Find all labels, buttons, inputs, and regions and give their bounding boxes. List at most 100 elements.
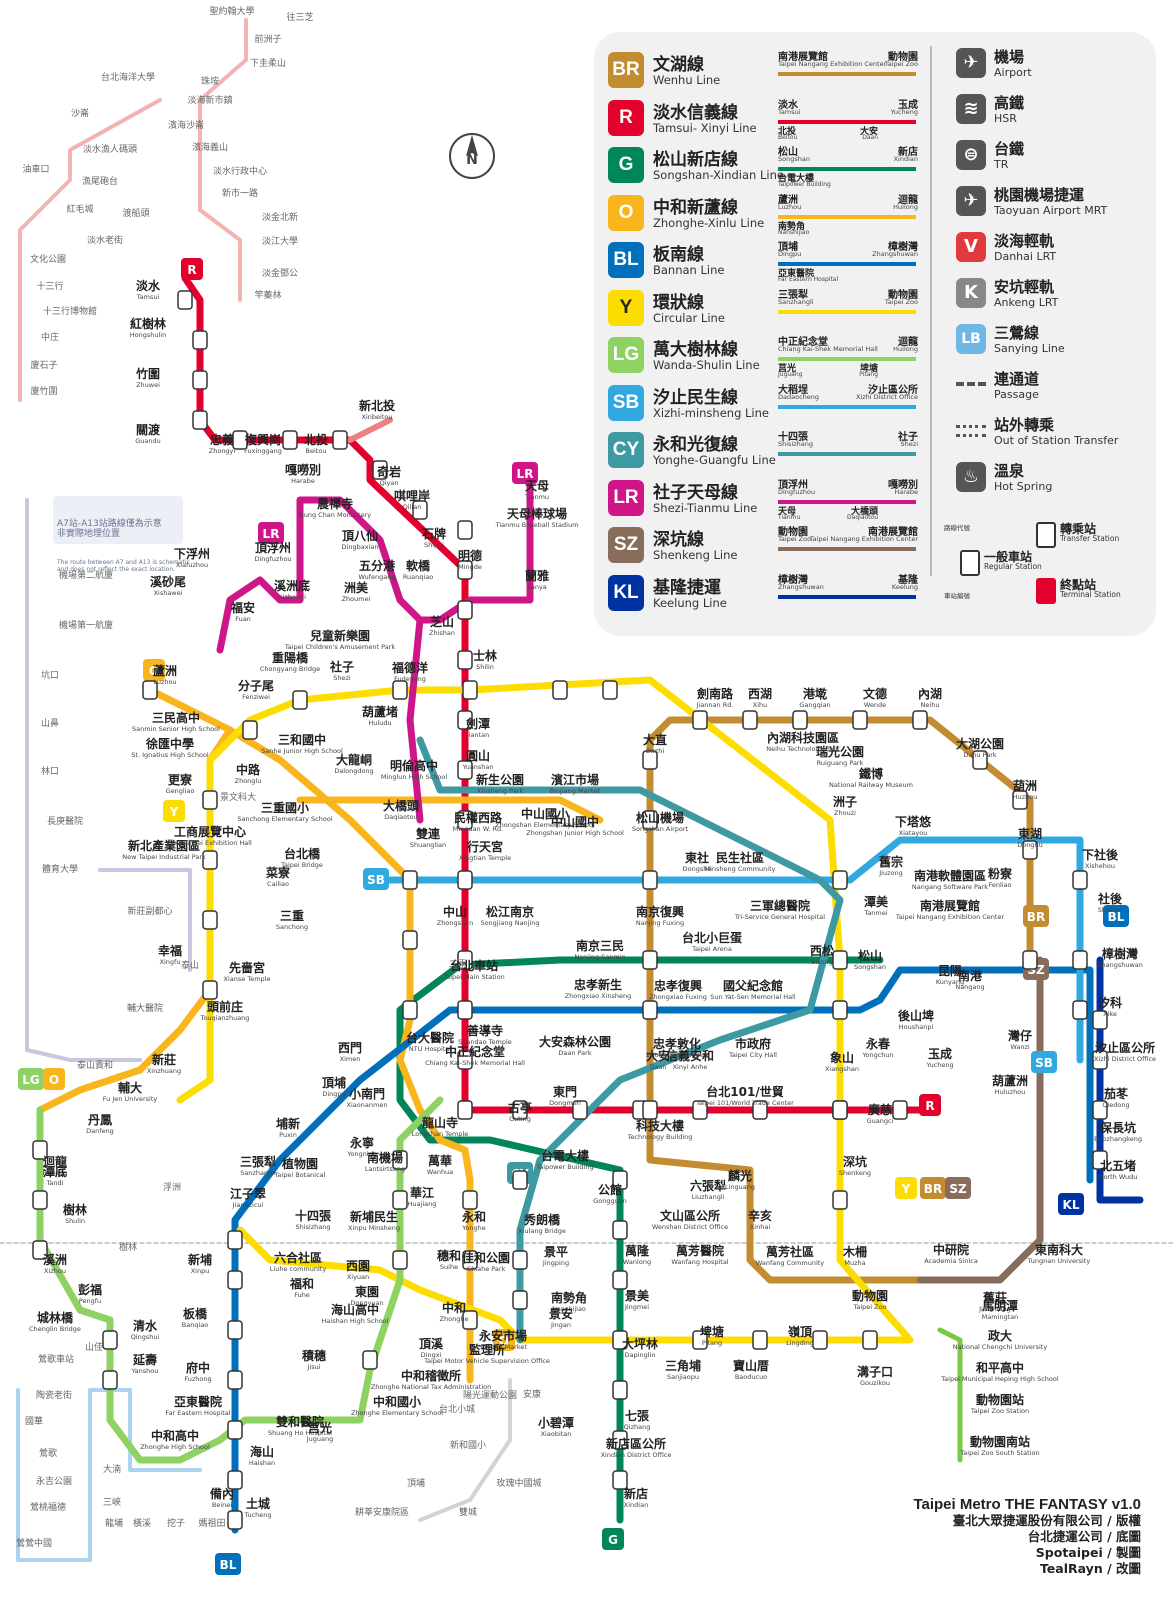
station-marker[interactable]: [972, 750, 988, 770]
light-station-label[interactable]: 珠垵: [201, 75, 219, 87]
station-marker[interactable]: [752, 1100, 768, 1120]
station-marker[interactable]: [612, 1380, 628, 1400]
station-marker[interactable]: [832, 1100, 848, 1120]
station-marker[interactable]: [832, 870, 848, 890]
line-badge-o[interactable]: O: [43, 1068, 65, 1090]
station-marker[interactable]: [227, 1510, 243, 1530]
station-marker[interactable]: [1072, 870, 1088, 890]
station-marker[interactable]: [392, 680, 408, 700]
station-marker[interactable]: [1092, 1150, 1108, 1170]
station-marker[interactable]: [642, 1000, 658, 1020]
station-marker[interactable]: [402, 930, 418, 950]
station-marker[interactable]: [192, 410, 208, 430]
light-station-label[interactable]: 台北海洋大學: [101, 71, 155, 83]
light-station-label[interactable]: 輔大醫院: [127, 1002, 163, 1014]
line-badge-br[interactable]: BR: [920, 1177, 946, 1199]
station-marker[interactable]: [1092, 1100, 1108, 1120]
light-station-label[interactable]: 下圭柔山: [250, 57, 286, 69]
light-station-label[interactable]: 林口: [41, 765, 59, 777]
light-station-label[interactable]: 頂埔: [407, 1477, 425, 1489]
light-station-label[interactable]: 山鼻: [41, 717, 59, 729]
station-marker[interactable]: [457, 650, 473, 670]
station-marker[interactable]: [642, 750, 658, 770]
station-marker[interactable]: [642, 870, 658, 890]
line-badge-r[interactable]: R: [919, 1094, 941, 1116]
light-station-label[interactable]: 竿蓁林: [254, 289, 281, 301]
station-marker[interactable]: [32, 1240, 48, 1260]
line-badge-sb[interactable]: SB: [1031, 1051, 1057, 1073]
light-station-label[interactable]: 山佳: [85, 1341, 103, 1353]
light-station-label[interactable]: 文化公園: [30, 253, 66, 265]
station-marker[interactable]: [642, 950, 658, 970]
light-station-label[interactable]: 紅毛城: [66, 203, 93, 215]
light-station-label[interactable]: 新市一路: [222, 187, 258, 199]
line-badge-lr[interactable]: LR: [258, 522, 284, 544]
line-badge-lg[interactable]: LG: [18, 1068, 44, 1090]
station-marker[interactable]: [457, 710, 473, 730]
light-station-label[interactable]: 淡水老街: [87, 234, 123, 246]
station-marker[interactable]: [362, 1350, 378, 1370]
light-station-label[interactable]: 前洲子: [254, 33, 281, 45]
light-station-label[interactable]: 油車口: [22, 163, 49, 175]
station-marker[interactable]: [462, 1250, 478, 1270]
light-station-label[interactable]: 十三行博物館: [43, 305, 97, 317]
station-marker[interactable]: [612, 1270, 628, 1290]
